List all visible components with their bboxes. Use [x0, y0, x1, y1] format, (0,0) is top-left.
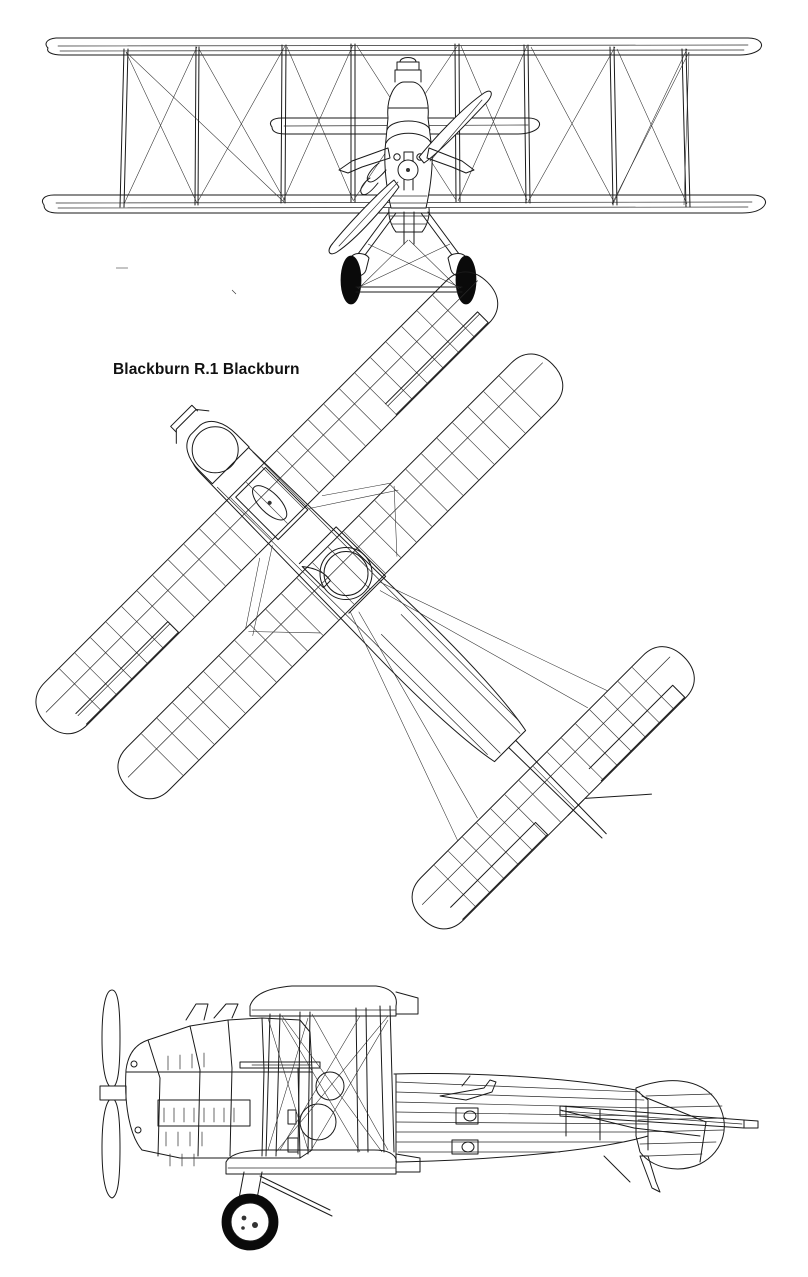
plan-view: [0, 271, 808, 970]
engine-cowling: [125, 1003, 337, 1167]
side-upper-wing: [249, 985, 419, 1017]
side-tailskid: [603, 1155, 661, 1193]
front-elevation-view: [0, 0, 808, 330]
landing-gear: [340, 211, 477, 305]
plan-lower-wing: [117, 353, 564, 800]
side-tailplane: [559, 1105, 759, 1151]
propeller-icon: [328, 90, 492, 255]
plan-tailplane: [411, 646, 695, 930]
side-lower-wing: [225, 1149, 421, 1175]
side-landing-gear: [221, 1171, 333, 1251]
rigging-wires: [123, 44, 690, 206]
exhaust-pipes: [338, 147, 475, 196]
page-title: Blackburn R.1 Blackburn: [113, 361, 300, 378]
side-rigging-wires: [267, 1013, 389, 1153]
upper-wing: [45, 37, 762, 56]
registration-marks: [116, 267, 237, 295]
side-interplane-struts: [265, 1005, 395, 1157]
fuselage-underside: [388, 207, 430, 233]
plan-view-aircraft: [35, 271, 695, 930]
plan-fuselage: [170, 404, 527, 763]
propeller-icon: [99, 989, 127, 1199]
plan-rudder: [508, 739, 652, 839]
side-fin-rudder: [635, 1080, 727, 1170]
side-elevation-view: [0, 960, 808, 1277]
side-rear-fuselage: [393, 1073, 649, 1163]
plan-strut-lines: [245, 482, 608, 841]
plan-upper-wing: [35, 271, 499, 735]
